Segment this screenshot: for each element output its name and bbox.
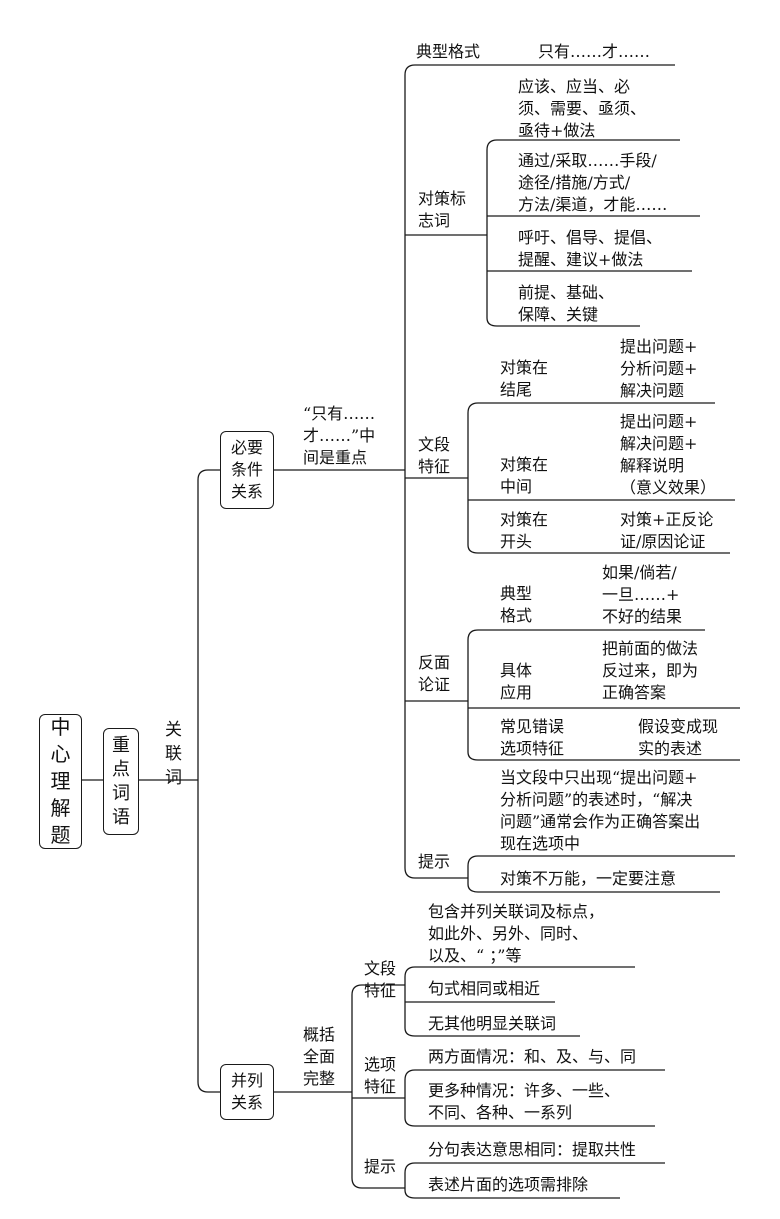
parallel-paragraph-feature-item: 无其他明显关联词 [428,1014,557,1033]
topic-node: 重 点 词 语 [103,728,139,835]
counter-argument-detail: 假设变成现 实的表述 [638,717,719,758]
paragraph-feature-structure: 提出问题+ 分析问题+ 解决问题 [620,337,698,400]
strategy-word-item: 呼吁、倡导、提倡、 提醒、建议+做法 [518,228,663,269]
parallel-relation-node: 并列 关系 [220,1064,274,1120]
counter-argument-type: 具体 应用 [500,661,533,702]
necessary-condition-node: 必要 条件 关系 [220,431,274,509]
paragraph-feature-structure: 对策+正反论 证/原因论证 [620,510,714,551]
parallel-paragraph-features-label: 文段 特征 [364,959,397,1000]
tip-item: 当文段中只出现“提出问题+ 分析问题”的表述时，“解决 问题”通常会作为正确答案… [500,768,701,853]
strategy-word-item: 前提、基础、 保障、关键 [518,283,615,324]
parallel-option-features-label: 选项 特征 [364,1055,397,1096]
paragraph-feature-structure: 提出问题+ 解决问题+ 解释说明 （意义效果） [620,412,717,497]
paragraph-features-label: 文段 特征 [418,435,451,476]
paragraph-feature-position: 对策在 中间 [500,455,549,496]
typical-format-label: 典型格式 [416,42,481,61]
parallel-option-feature-item: 更多种情况：许多、一些、 不同、各种、一系列 [428,1081,621,1122]
strategy-word-item: 通过/采取……手段/ 途径/措施/方式/ 方法/渠道，才能…… [518,151,668,214]
paragraph-feature-position: 对策在 结尾 [500,358,549,399]
parallel-paragraph-feature-item: 包含并列关联词及标点， 如此外、另外、同时、 以及、“ ；”等 [428,902,605,965]
strategy-word-item: 应该、应当、必 须、需要、亟须、 亟待+做法 [518,77,647,140]
parallel-note: 概括 全面 完整 [303,1025,336,1088]
tips-label: 提示 [418,852,451,871]
parallel-tip-item: 分句表达意思相同：提取共性 [428,1140,637,1159]
typical-format-value: 只有……才…… [538,42,651,61]
strategy-words-label: 对策标 志词 [418,189,467,230]
parallel-option-feature-item: 两方面情况：和、及、与、同 [428,1047,637,1066]
counter-argument-type: 常见错误 选项特征 [500,717,565,758]
counter-argument-label: 反面 论证 [418,653,451,694]
connector-label: 关 联 词 [165,720,182,788]
paragraph-feature-position: 对策在 开头 [500,510,549,551]
counter-argument-detail: 如果/倘若/ 一旦……+ 不好的结果 [602,563,683,626]
parallel-paragraph-feature-item: 句式相同或相近 [428,979,541,998]
necessary-note: “只有…… 才……”中 间是重点 [303,404,376,467]
parallel-tips-label: 提示 [364,1157,397,1176]
parallel-tip-item: 表述片面的选项需排除 [428,1175,589,1194]
tip-item: 对策不万能，一定要注意 [500,869,677,888]
counter-argument-type: 典型 格式 [500,584,533,625]
counter-argument-detail: 把前面的做法 反过来，即为 正确答案 [602,639,699,702]
root-node: 中 心 理 解 题 [39,714,82,849]
